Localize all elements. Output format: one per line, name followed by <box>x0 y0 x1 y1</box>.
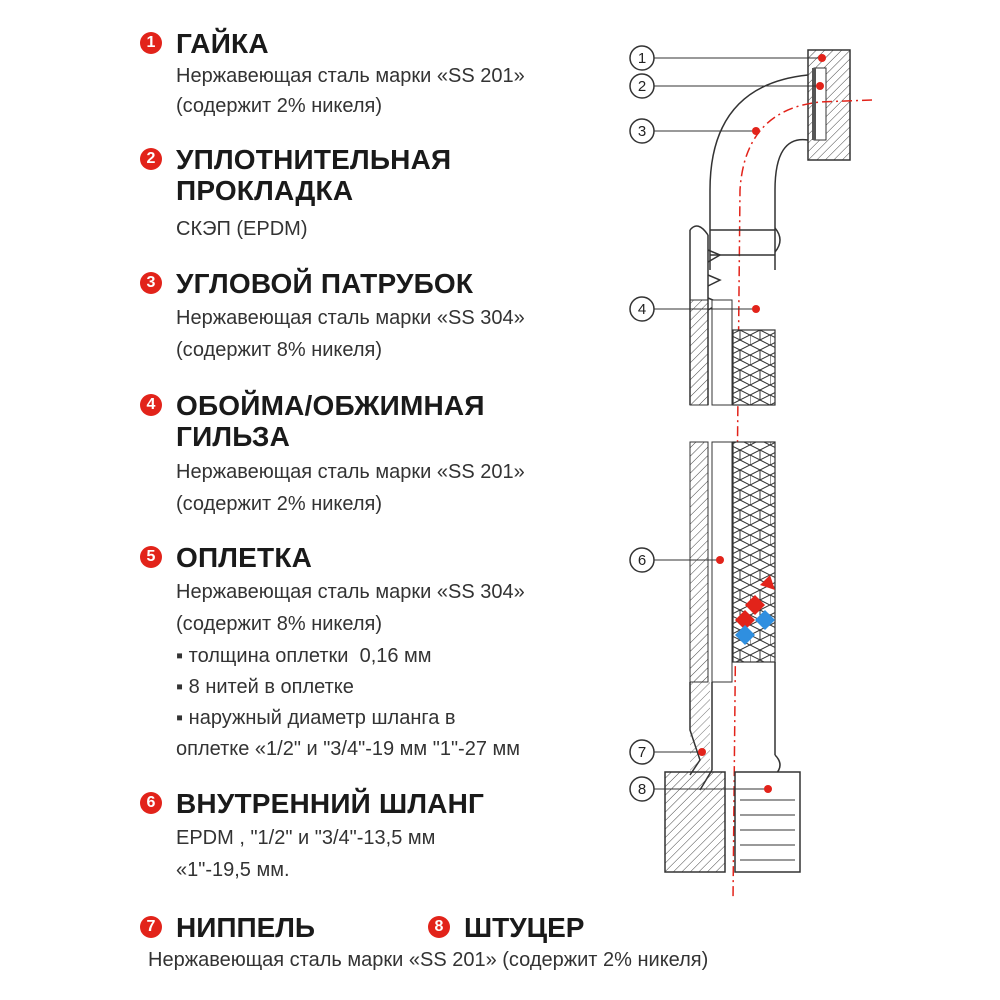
item-title: ОБОЙМА/ОБЖИМНАЯ ГИЛЬЗА <box>176 390 485 452</box>
item-number-badge: 5 <box>140 546 162 568</box>
item-description: ▪ толщина оплетки 0,16 мм <box>176 645 432 667</box>
fitting-title: ШТУЦЕР <box>464 912 585 943</box>
item-description: Нержавеющая сталь марки «SS 304» <box>176 307 525 329</box>
item-description: СКЭП (EPDM) <box>176 218 308 240</box>
item-description: EPDM , "1/2" и "3/4"-13,5 мм <box>176 827 436 849</box>
item-number-badge: 3 <box>140 272 162 294</box>
braid-upper <box>732 329 776 406</box>
item-description: Нержавеющая сталь марки «SS 201» <box>176 65 525 87</box>
item-number-badge: 1 <box>140 32 162 54</box>
item-description: «1"-19,5 мм. <box>176 859 290 881</box>
svg-text:8: 8 <box>638 781 646 798</box>
fitting <box>664 771 801 873</box>
item-description: (содержит 2% никеля) <box>176 95 383 117</box>
item-number-badge: 2 <box>140 148 162 170</box>
callout-8: 8 <box>629 776 772 802</box>
callout-1: 1 <box>629 45 826 71</box>
braid-lower <box>732 441 776 663</box>
braid-colored-threads <box>735 575 775 645</box>
gasket <box>812 68 816 140</box>
svg-text:3: 3 <box>638 123 646 140</box>
svg-text:1: 1 <box>638 50 646 67</box>
item-title: УГЛОВОЙ ПАТРУБОК <box>176 268 474 299</box>
hose-hatched-lower <box>689 441 709 683</box>
callout-4: 4 <box>629 296 760 322</box>
elbow-pipe <box>709 74 809 270</box>
svg-text:7: 7 <box>638 744 646 761</box>
callout-6: 6 <box>629 547 724 573</box>
item-description: ▪ 8 нитей в оплетке <box>176 676 354 698</box>
item-description: оплетке «1/2" и "3/4"-19 мм "1"-27 мм <box>176 738 521 760</box>
hose-hatched-left <box>689 299 709 406</box>
svg-text:4: 4 <box>638 301 646 318</box>
item-description: (содержит 8% никеля) <box>176 613 383 635</box>
item-title: ОПЛЕТКА <box>176 542 313 573</box>
nipple-hatched <box>690 682 710 772</box>
item-description: Нержавеющая сталь марки «SS 304» <box>176 581 525 603</box>
callout-3: 3 <box>629 118 760 144</box>
item-description: Нержавеющая сталь марки «SS 201» <box>176 461 525 483</box>
nipple-title: НИППЕЛЬ <box>176 912 316 943</box>
item-title: ВНУТРЕННИЙ ШЛАНГ <box>176 788 485 819</box>
fitting-number-badge: 8 <box>428 916 450 938</box>
centerline <box>732 99 873 900</box>
item-number-badge: 6 <box>140 792 162 814</box>
item-title: ГАЙКА <box>176 28 269 59</box>
item-title: УПЛОТНИТЕЛЬНАЯ ПРОКЛАДКА <box>176 144 452 206</box>
hose-cross-section-diagram: 1 2 3 4 6 7 8 <box>629 45 873 900</box>
svg-text:2: 2 <box>638 78 646 95</box>
item-description: (содержит 2% никеля) <box>176 493 383 515</box>
footer-material: Нержавеющая сталь марки «SS 201» (содерж… <box>148 949 709 971</box>
callout-7: 7 <box>629 739 706 765</box>
item-description: (содержит 8% никеля) <box>176 339 383 361</box>
svg-text:6: 6 <box>638 552 646 569</box>
item-description: ▪ наружный диаметр шланга в <box>176 707 456 729</box>
item-number-badge: 4 <box>140 394 162 416</box>
callout-2: 2 <box>629 73 824 99</box>
nipple-number-badge: 7 <box>140 916 162 938</box>
inner-hose-upper <box>711 299 733 406</box>
